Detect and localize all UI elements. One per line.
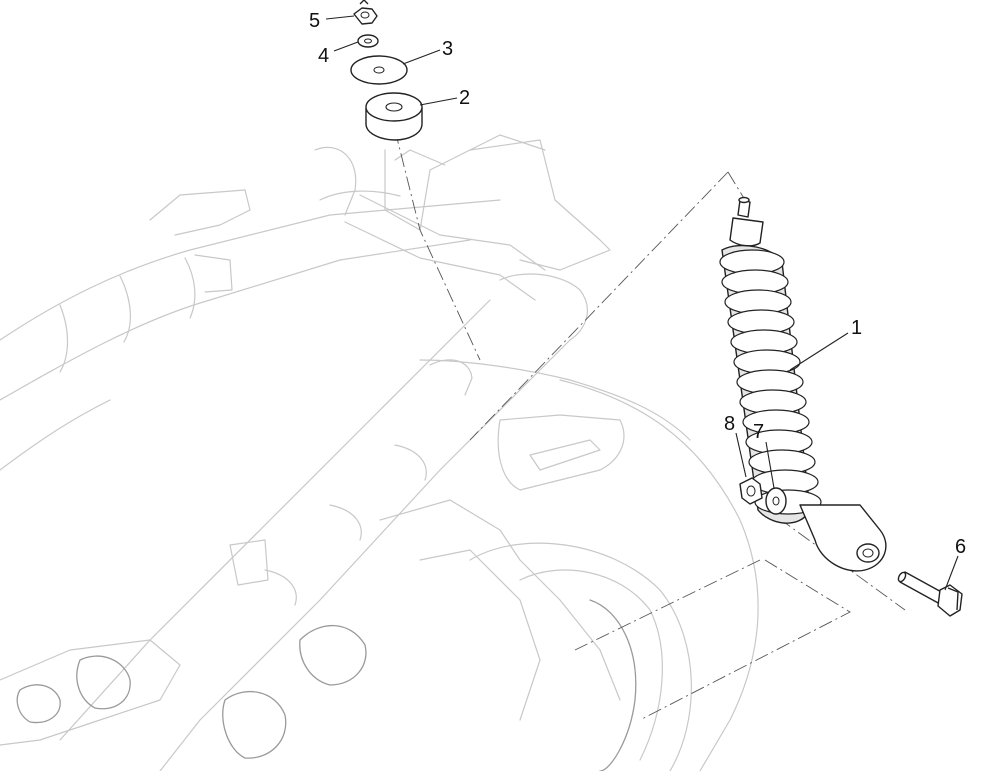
leader-3 xyxy=(402,49,441,65)
part-3-flat-washer xyxy=(350,55,408,85)
part-4-washer xyxy=(357,34,379,48)
callout-8: 8 xyxy=(724,413,735,435)
callout-1: 1 xyxy=(851,317,862,339)
callout-2: 2 xyxy=(459,87,470,109)
callout-labels: 1 2 3 4 5 6 7 8 xyxy=(309,10,966,558)
leader-1 xyxy=(789,332,849,371)
part-1-shock-absorber xyxy=(719,196,887,572)
callout-7: 7 xyxy=(753,421,764,443)
part-6-bolt xyxy=(897,571,963,617)
callout-4: 4 xyxy=(318,45,329,67)
leader-6 xyxy=(944,555,959,591)
leader-7 xyxy=(765,441,775,489)
callout-5: 5 xyxy=(309,10,320,32)
leader-8 xyxy=(735,432,747,478)
part-2-rubber-bushing xyxy=(365,92,423,141)
scooter-frame xyxy=(0,134,759,771)
spring-coils xyxy=(719,249,822,515)
callout-3: 3 xyxy=(442,38,453,60)
callout-6: 6 xyxy=(955,536,966,558)
assembly-axes xyxy=(394,129,906,721)
leader-lines xyxy=(325,15,959,591)
part-7-washer xyxy=(765,487,787,515)
leader-4 xyxy=(333,41,359,52)
part-5-nut xyxy=(353,0,378,25)
leader-2 xyxy=(419,97,458,106)
part-8-nut xyxy=(739,477,763,505)
leader-5 xyxy=(325,15,355,20)
